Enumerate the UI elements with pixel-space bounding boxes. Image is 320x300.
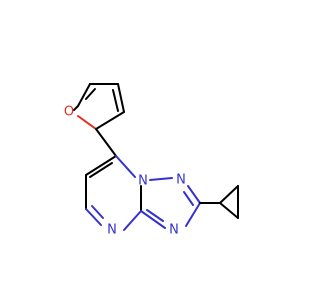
atom-o1-label: O xyxy=(64,105,74,120)
atom-n1-label: N xyxy=(138,174,148,189)
cyclopropyl-group xyxy=(199,185,239,219)
bond-n1-c2-inner xyxy=(183,191,194,206)
bond-n3-c3a xyxy=(140,210,166,229)
bond-cp1-cp2 xyxy=(219,185,239,204)
bond-c2-c3-inner xyxy=(85,88,96,100)
bond-c2f-o1 xyxy=(77,115,97,130)
bond-c7-c6-inner xyxy=(89,162,113,178)
triazole-ring xyxy=(140,177,201,229)
bond-furan-to-c7 xyxy=(95,128,117,157)
bond-c5-n4-inner xyxy=(91,205,104,219)
bond-n3-c3a-inner xyxy=(146,209,164,222)
atom-n2-label: N xyxy=(176,173,186,188)
bond-c2-n3 xyxy=(185,202,201,227)
furan-ring xyxy=(73,83,125,130)
chemical-structure-diagram: O N N N N xyxy=(64,83,239,238)
bond-n4-c3a xyxy=(123,210,142,231)
pyrimidine-ring xyxy=(85,155,142,231)
atom-n4-label: N xyxy=(107,223,117,238)
bond-c2-c3 xyxy=(77,83,91,107)
bond-n8-n1 xyxy=(149,177,173,181)
bond-n1-c2 xyxy=(187,185,201,204)
atom-n3-label: N xyxy=(169,223,179,238)
bond-c5-c2f xyxy=(95,111,125,130)
bond-n8-c7 xyxy=(115,155,136,178)
bond-c5-n4 xyxy=(85,208,102,226)
bond-c4-c5 xyxy=(117,83,125,113)
bond-c4-c5-inner xyxy=(112,89,119,112)
bond-c7-c6 xyxy=(85,155,117,176)
bond-cp3-cp1 xyxy=(219,202,239,219)
